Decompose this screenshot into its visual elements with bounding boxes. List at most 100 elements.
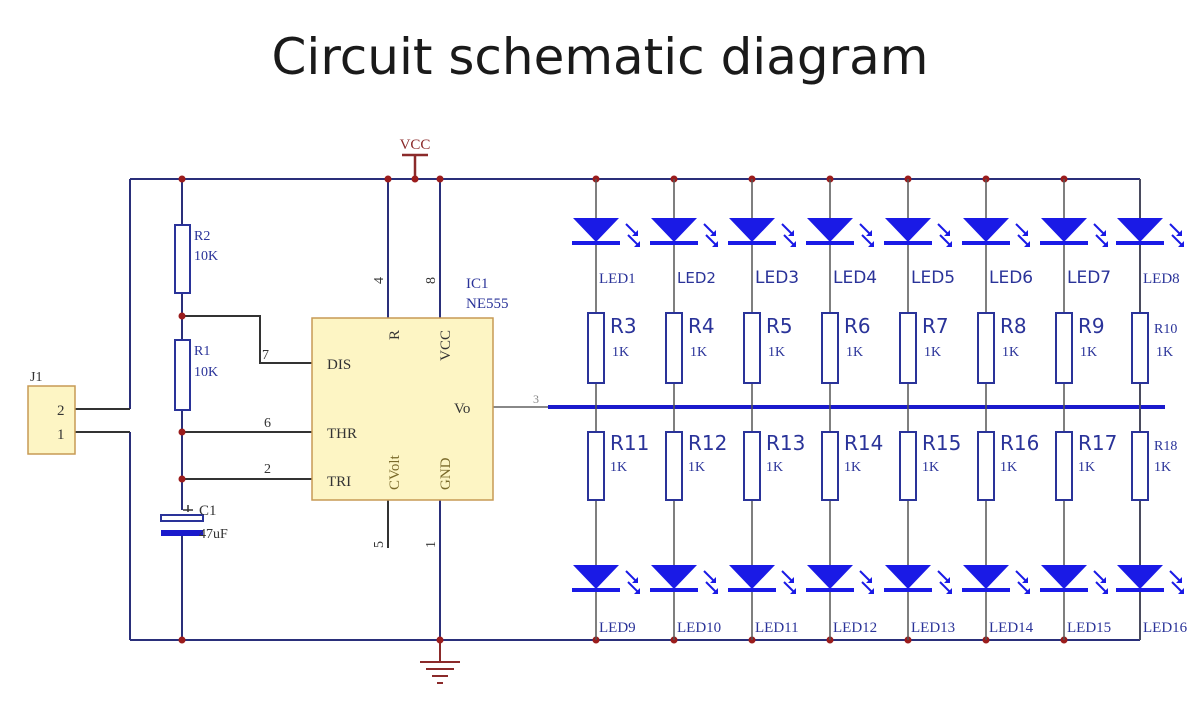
resistor-r2: R2 10K <box>174 224 218 294</box>
resistor-top-ref: R8 <box>1000 314 1027 338</box>
svg-text:GND: GND <box>438 457 454 490</box>
resistor-bottom-ref: R18 <box>1154 439 1177 454</box>
led-bottom-label: LED15 <box>1067 620 1111 636</box>
svg-text:5: 5 <box>372 541 387 548</box>
resistor-top-value: 1K <box>690 345 707 360</box>
signal-wires <box>75 315 548 548</box>
resistor-bottom-value: 1K <box>688 460 705 475</box>
vcc-symbol: VCC <box>400 137 431 179</box>
led-top-label: LED5 <box>911 268 955 288</box>
j1-pin-2: 2 <box>57 403 65 419</box>
led-top-label: LED1 <box>599 271 636 287</box>
led-top-icon <box>962 218 1030 247</box>
led-top-icon <box>728 218 796 247</box>
resistor-top <box>1055 312 1073 384</box>
resistor-top-ref: R10 <box>1154 322 1177 337</box>
svg-text:R1: R1 <box>194 344 210 359</box>
junction-node <box>436 175 444 183</box>
svg-text:2: 2 <box>264 462 271 477</box>
resistor-top-value: 1K <box>846 345 863 360</box>
led-bottom-label: LED9 <box>599 620 636 636</box>
svg-text:TRI: TRI <box>327 474 351 490</box>
svg-text:3: 3 <box>533 392 539 406</box>
resistor-top-ref: R3 <box>610 314 637 338</box>
capacitor-c1: C1 47uF <box>160 503 228 542</box>
svg-text:7: 7 <box>262 348 269 363</box>
resistor-top-ref: R4 <box>688 314 715 338</box>
resistor-top-value: 1K <box>1002 345 1019 360</box>
junction-node <box>178 175 186 183</box>
svg-text:IC1: IC1 <box>466 276 489 292</box>
resistor-bottom <box>587 431 605 501</box>
resistor-bottom-ref: R13 <box>766 431 805 455</box>
svg-text:47uF: 47uF <box>199 527 228 542</box>
led-top-label: LED6 <box>989 268 1033 288</box>
resistor-bottom-value: 1K <box>844 460 861 475</box>
junction-node <box>384 175 392 183</box>
resistor-top-value: 1K <box>1156 345 1173 360</box>
junction-node <box>178 475 186 483</box>
svg-text:DIS: DIS <box>327 357 351 373</box>
resistor-bottom <box>743 431 761 501</box>
resistor-bottom-value: 1K <box>922 460 939 475</box>
dis-wire <box>182 315 312 364</box>
resistor-bottom <box>977 431 995 501</box>
resistor-bottom-value: 1K <box>610 460 627 475</box>
resistor-bottom-ref: R11 <box>610 431 649 455</box>
ic-ne555: IC1 NE555 DIS THR TRI Vo R VCC CVolt GND… <box>262 276 539 548</box>
led-top-label: LED2 <box>677 269 716 287</box>
resistor-top-value: 1K <box>924 345 941 360</box>
resistor-bottom <box>665 431 683 501</box>
resistor-bottom <box>1055 431 1073 501</box>
resistor-bottom-value: 1K <box>1154 460 1171 475</box>
led-top-icon <box>1040 218 1108 247</box>
led-bottom-label: LED10 <box>677 620 721 636</box>
led-bottom-icon <box>1116 565 1184 594</box>
vcc-label: VCC <box>400 137 431 153</box>
led-top-label: LED8 <box>1143 271 1180 287</box>
led-top-label: LED3 <box>755 268 799 288</box>
resistor-bottom <box>821 431 839 501</box>
j1-pin-1: 1 <box>57 427 65 443</box>
led-bottom-label: LED11 <box>755 620 799 636</box>
led-bottom-icon <box>962 565 1030 594</box>
led-bottom-icon <box>572 565 640 594</box>
resistor-bottom-ref: R17 <box>1078 431 1117 455</box>
led-top-label: LED7 <box>1067 268 1111 288</box>
svg-text:C1: C1 <box>199 503 217 519</box>
led-top-label: LED4 <box>833 268 877 288</box>
ground-icon <box>420 640 460 684</box>
svg-text:4: 4 <box>372 277 387 284</box>
junction-node <box>436 636 444 644</box>
svg-text:Vo: Vo <box>454 401 470 417</box>
junction-node <box>411 175 419 183</box>
resistor-top <box>587 312 605 384</box>
led-bottom-label: LED14 <box>989 620 1034 636</box>
svg-text:1: 1 <box>424 541 439 548</box>
resistor-bottom-value: 1K <box>766 460 783 475</box>
svg-text:CVolt: CVolt <box>387 454 403 490</box>
resistor-bottom-ref: R14 <box>844 431 883 455</box>
svg-text:10K: 10K <box>194 249 218 264</box>
connector-j1: J1 2 1 <box>27 370 76 455</box>
resistor-bottom <box>1131 431 1149 501</box>
svg-text:6: 6 <box>264 416 271 431</box>
led-bottom-label: LED16 <box>1143 620 1188 636</box>
junction-node <box>178 636 186 644</box>
resistor-r1: R1 10K <box>174 339 218 411</box>
junction-node <box>178 312 186 320</box>
resistor-top-ref: R7 <box>922 314 949 338</box>
j1-label: J1 <box>30 370 42 385</box>
led-bottom-label: LED12 <box>833 620 877 636</box>
junction-node <box>178 428 186 436</box>
resistor-top-value: 1K <box>1080 345 1097 360</box>
svg-text:8: 8 <box>424 277 439 284</box>
svg-text:10K: 10K <box>194 365 218 380</box>
